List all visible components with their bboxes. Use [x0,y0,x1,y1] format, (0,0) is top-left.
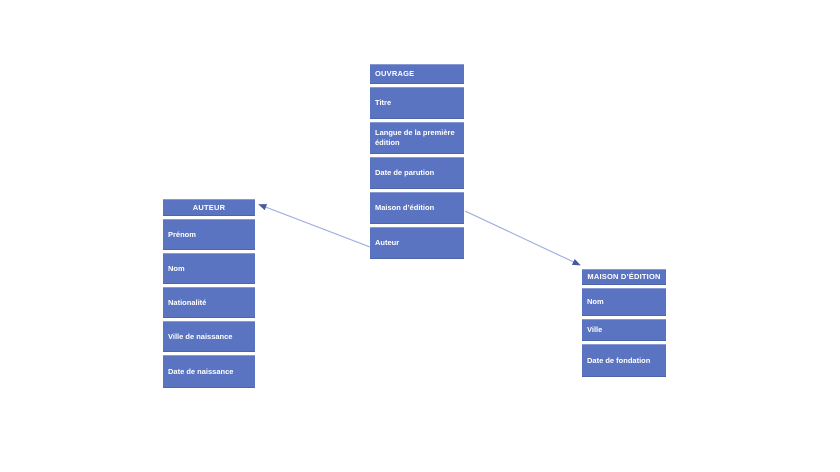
connector-ouvrage-maison-edition[interactable] [464,210,581,266]
attribute-label: Date de fondation [587,355,651,365]
auteur-attr-date-naissance[interactable]: Date de naissance [163,355,255,388]
maison-attr-date-fondation[interactable]: Date de fondation [582,344,666,377]
maison-attr-ville[interactable]: Ville [582,319,666,341]
auteur-attr-nom[interactable]: Nom [163,253,255,284]
attribute-label: Prénom [168,229,196,239]
entity-ouvrage[interactable]: OUVRAGE Titre Langue de la première édit… [370,64,464,259]
entity-maison-edition-header[interactable]: MAISON D’ÉDITION [582,269,666,285]
attribute-label: Maison d’édition [375,203,435,213]
ouvrage-attr-date-parution[interactable]: Date de parution [370,157,464,189]
attribute-label: Date de naissance [168,366,234,376]
attribute-label: Nom [587,297,604,307]
entity-ouvrage-header[interactable]: OUVRAGE [370,64,464,84]
connector-ouvrage-auteur[interactable] [258,203,371,248]
entity-auteur[interactable]: AUTEUR Prénom Nom Nationalité Ville de n… [163,199,255,388]
ouvrage-attr-maison-edition[interactable]: Maison d’édition [370,192,464,224]
ouvrage-attr-auteur[interactable]: Auteur [370,227,464,259]
entity-maison-edition-title: MAISON D’ÉDITION [587,272,661,282]
attribute-label: Nationalité [168,297,207,307]
auteur-attr-prenom[interactable]: Prénom [163,219,255,250]
auteur-attr-ville-naissance[interactable]: Ville de naissance [163,321,255,352]
attribute-label: Date de parution [375,168,435,178]
attribute-label: Ville de naissance [168,331,233,341]
attribute-label: Ville [587,325,603,335]
attribute-label: Nom [168,263,185,273]
attribute-label: Titre [375,98,392,108]
ouvrage-attr-titre[interactable]: Titre [370,87,464,119]
auteur-attr-nationalite[interactable]: Nationalité [163,287,255,318]
entity-maison-edition[interactable]: MAISON D’ÉDITION Nom Ville Date de fonda… [582,269,666,377]
maison-attr-nom[interactable]: Nom [582,288,666,316]
entity-auteur-header[interactable]: AUTEUR [163,199,255,216]
attribute-label: Auteur [375,238,400,248]
ouvrage-attr-langue-premiere-edition[interactable]: Langue de la première édition [370,122,464,154]
entity-auteur-title: AUTEUR [192,202,226,212]
attribute-label: Langue de la première édition [375,128,455,147]
entity-ouvrage-title: OUVRAGE [375,69,415,79]
